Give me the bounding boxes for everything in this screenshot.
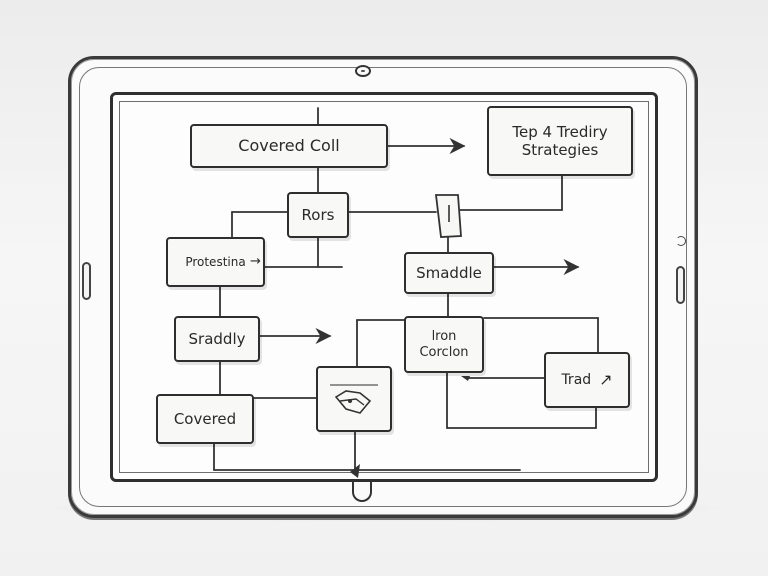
chart-sketch-icon <box>330 384 378 414</box>
node-chart-box[interactable] <box>316 366 392 432</box>
sensor-icon <box>676 236 686 246</box>
node-covered[interactable]: Covered <box>156 394 254 444</box>
rors-label: Rors <box>301 206 335 224</box>
node-rors[interactable]: Rors <box>287 192 349 238</box>
home-button[interactable] <box>352 480 372 502</box>
node-straddle-right[interactable]: Smaddle <box>404 252 494 294</box>
node-title[interactable]: Tep 4 Trediry Strategies <box>487 106 633 176</box>
title-line-1: Tep 4 Trediry <box>512 123 608 141</box>
covered-call-label: Covered Coll <box>238 136 340 156</box>
iron-connector-tip <box>461 376 470 381</box>
iron-line-1: lron <box>431 328 457 344</box>
right-side-button[interactable] <box>676 266 685 304</box>
protecting-label: Protestina <box>185 254 246 269</box>
trad-label: Trad <box>561 371 592 388</box>
node-trad[interactable]: Trad ↗ <box>544 352 630 408</box>
trend-arrow-icon: ↗ <box>599 370 613 390</box>
iron-line-2: Corclon <box>419 344 469 360</box>
left-side-button[interactable] <box>82 262 91 300</box>
camera-icon <box>355 65 371 77</box>
covered-label: Covered <box>173 410 237 428</box>
node-protecting[interactable]: Protestina → <box>166 237 265 287</box>
node-straddle-left[interactable]: Sraddly <box>174 316 260 362</box>
screen-inner-border <box>119 101 649 473</box>
arrow-right-icon: → <box>250 254 261 269</box>
bottom-arrowhead <box>350 464 360 478</box>
node-iron-condor[interactable]: lron Corclon <box>404 316 484 373</box>
straddle-right-label: Smaddle <box>416 264 482 282</box>
title-line-2: Strategies <box>521 141 599 159</box>
straddle-left-label: Sraddly <box>188 330 246 348</box>
tablet-bezel <box>79 67 687 507</box>
node-covered-call[interactable]: Covered Coll <box>190 124 388 168</box>
